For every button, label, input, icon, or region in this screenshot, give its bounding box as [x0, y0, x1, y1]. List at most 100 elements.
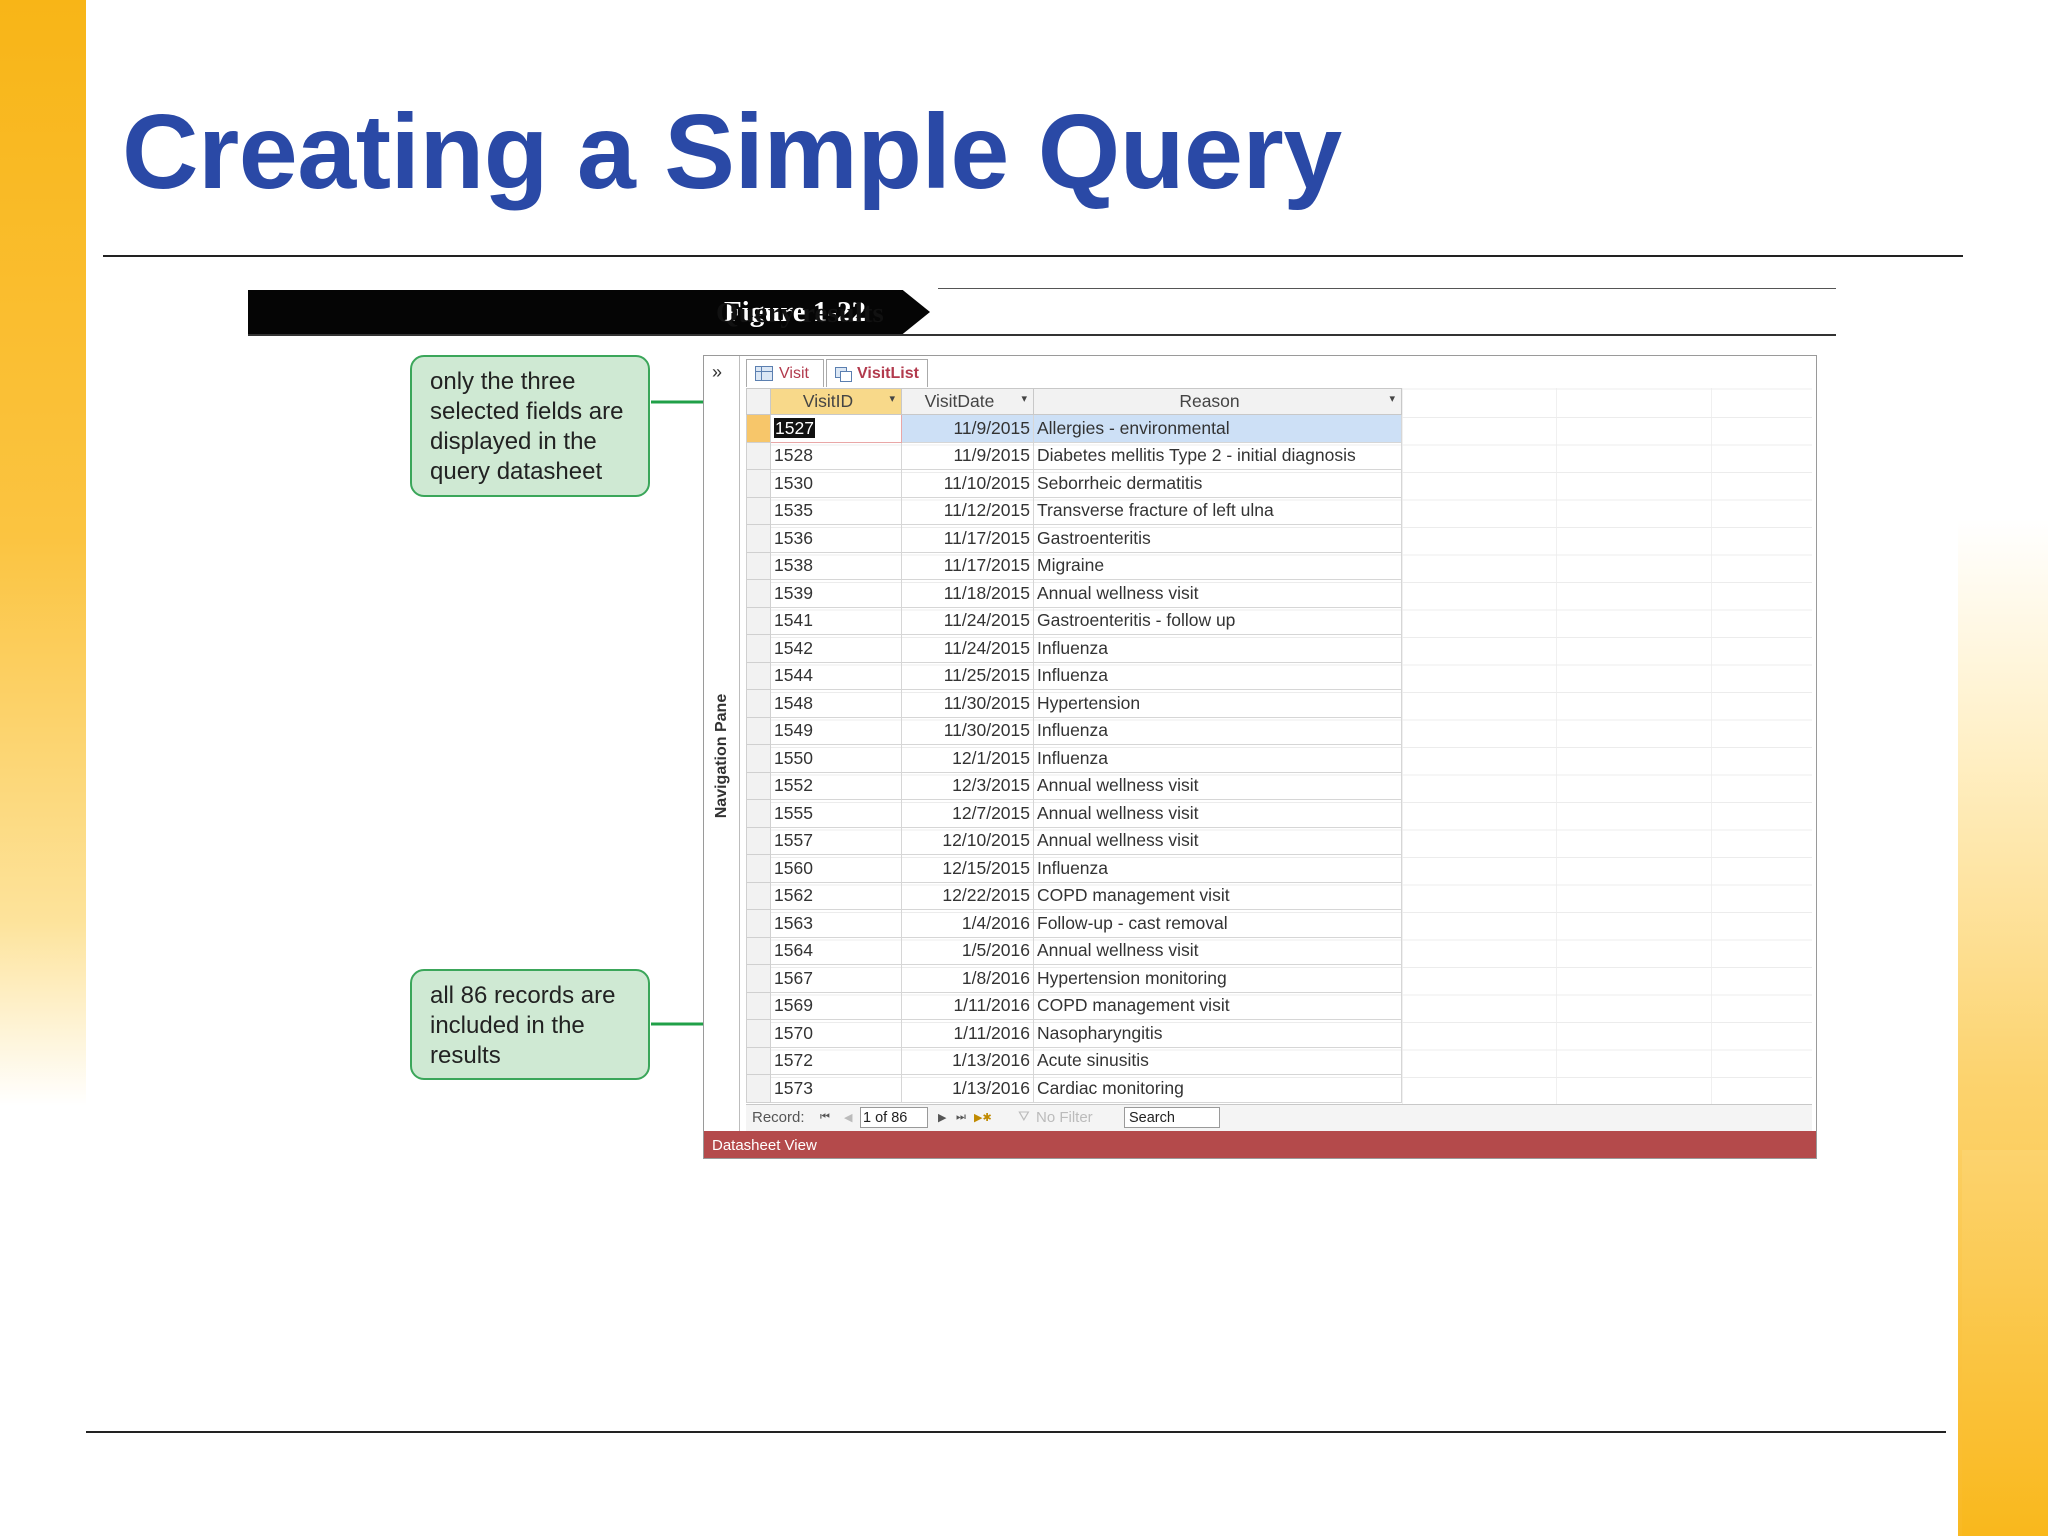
cell-reason[interactable]: Hypertension	[1033, 689, 1402, 718]
cell-reason[interactable]: Allergies - environmental	[1033, 414, 1402, 443]
record-selector[interactable]	[746, 579, 771, 608]
cell-reason[interactable]: Gastroenteritis - follow up	[1033, 606, 1402, 635]
previous-record-icon[interactable]: ◀	[844, 1112, 853, 1124]
cell-reason[interactable]: Migraine	[1033, 551, 1402, 580]
column-header-reason[interactable]: Reason ▾	[1033, 388, 1402, 415]
cell-visitdate[interactable]: 1/13/2016	[901, 1074, 1034, 1103]
dropdown-arrow-icon[interactable]: ▾	[889, 393, 895, 405]
cell-visitdate[interactable]: 11/18/2015	[901, 579, 1034, 608]
cell-visitid[interactable]: 1560	[770, 854, 902, 883]
cell-visitdate[interactable]: 11/17/2015	[901, 524, 1034, 553]
record-selector[interactable]	[746, 799, 771, 828]
cell-visitdate[interactable]: 11/12/2015	[901, 496, 1034, 525]
cell-reason[interactable]: Annual wellness visit	[1033, 579, 1402, 608]
cell-reason[interactable]: Follow-up - cast removal	[1033, 909, 1402, 938]
cell-visitdate[interactable]: 12/10/2015	[901, 826, 1034, 855]
column-header-visitid[interactable]: VisitID ▾	[770, 388, 902, 415]
cell-visitid[interactable]: 1552	[770, 771, 902, 800]
record-selector[interactable]	[746, 744, 771, 773]
cell-visitdate[interactable]: 12/15/2015	[901, 854, 1034, 883]
record-selector[interactable]	[746, 881, 771, 910]
record-selector[interactable]	[746, 414, 771, 443]
record-selector[interactable]	[746, 964, 771, 993]
cell-visitid[interactable]: 1527	[770, 414, 902, 443]
cell-visitdate[interactable]: 1/11/2016	[901, 991, 1034, 1020]
cell-visitid[interactable]: 1538	[770, 551, 902, 580]
tab-visitlist[interactable]: VisitList	[826, 359, 928, 387]
cell-reason[interactable]: Transverse fracture of left ulna	[1033, 496, 1402, 525]
cell-visitid[interactable]: 1528	[770, 441, 902, 470]
cell-reason[interactable]: Influenza	[1033, 661, 1402, 690]
cell-visitid[interactable]: 1550	[770, 744, 902, 773]
cell-reason[interactable]: Diabetes mellitis Type 2 - initial diagn…	[1033, 441, 1402, 470]
cell-visitid[interactable]: 1548	[770, 689, 902, 718]
cell-visitid[interactable]: 1536	[770, 524, 902, 553]
record-selector[interactable]	[746, 1019, 771, 1048]
cell-reason[interactable]: Influenza	[1033, 716, 1402, 745]
record-selector[interactable]	[746, 991, 771, 1020]
record-selector[interactable]	[746, 771, 771, 800]
cell-visitid[interactable]: 1563	[770, 909, 902, 938]
cell-reason[interactable]: COPD management visit	[1033, 991, 1402, 1020]
cell-reason[interactable]: Seborrheic dermatitis	[1033, 469, 1402, 498]
cell-visitdate[interactable]: 11/30/2015	[901, 689, 1034, 718]
cell-visitid[interactable]: 1570	[770, 1019, 902, 1048]
cell-reason[interactable]: Annual wellness visit	[1033, 799, 1402, 828]
cell-reason[interactable]: Hypertension monitoring	[1033, 964, 1402, 993]
record-selector[interactable]	[746, 1046, 771, 1075]
cell-visitdate[interactable]: 11/30/2015	[901, 716, 1034, 745]
cell-visitdate[interactable]: 11/9/2015	[901, 414, 1034, 443]
record-selector[interactable]	[746, 826, 771, 855]
cell-visitdate[interactable]: 1/13/2016	[901, 1046, 1034, 1075]
cell-visitdate[interactable]: 11/25/2015	[901, 661, 1034, 690]
cell-reason[interactable]: Annual wellness visit	[1033, 936, 1402, 965]
cell-reason[interactable]: Influenza	[1033, 854, 1402, 883]
last-record-icon[interactable]: ⏭	[956, 1111, 966, 1123]
record-selector[interactable]	[746, 634, 771, 663]
select-all-corner[interactable]	[746, 388, 771, 415]
cell-visitid[interactable]: 1535	[770, 496, 902, 525]
cell-visitdate[interactable]: 1/5/2016	[901, 936, 1034, 965]
cell-reason[interactable]: Influenza	[1033, 634, 1402, 663]
cell-visitdate[interactable]: 12/22/2015	[901, 881, 1034, 910]
cell-visitdate[interactable]: 12/1/2015	[901, 744, 1034, 773]
cell-reason[interactable]: Influenza	[1033, 744, 1402, 773]
cell-visitid[interactable]: 1539	[770, 579, 902, 608]
no-filter-button[interactable]: No Filter	[1036, 1109, 1093, 1126]
cell-visitid[interactable]: 1541	[770, 606, 902, 635]
cell-visitdate[interactable]: 11/10/2015	[901, 469, 1034, 498]
record-selector[interactable]	[746, 469, 771, 498]
cell-visitdate[interactable]: 11/24/2015	[901, 634, 1034, 663]
record-selector[interactable]	[746, 496, 771, 525]
cell-visitid[interactable]: 1557	[770, 826, 902, 855]
record-selector[interactable]	[746, 854, 771, 883]
cell-visitdate[interactable]: 11/9/2015	[901, 441, 1034, 470]
search-input[interactable]: Search	[1124, 1107, 1220, 1128]
cell-visitid[interactable]: 1567	[770, 964, 902, 993]
cell-visitid[interactable]: 1542	[770, 634, 902, 663]
cell-visitid[interactable]: 1544	[770, 661, 902, 690]
column-header-visitdate[interactable]: VisitDate ▾	[901, 388, 1034, 415]
cell-visitid[interactable]: 1555	[770, 799, 902, 828]
record-selector[interactable]	[746, 909, 771, 938]
cell-reason[interactable]: Acute sinusitis	[1033, 1046, 1402, 1075]
cell-visitdate[interactable]: 1/8/2016	[901, 964, 1034, 993]
cell-reason[interactable]: COPD management visit	[1033, 881, 1402, 910]
